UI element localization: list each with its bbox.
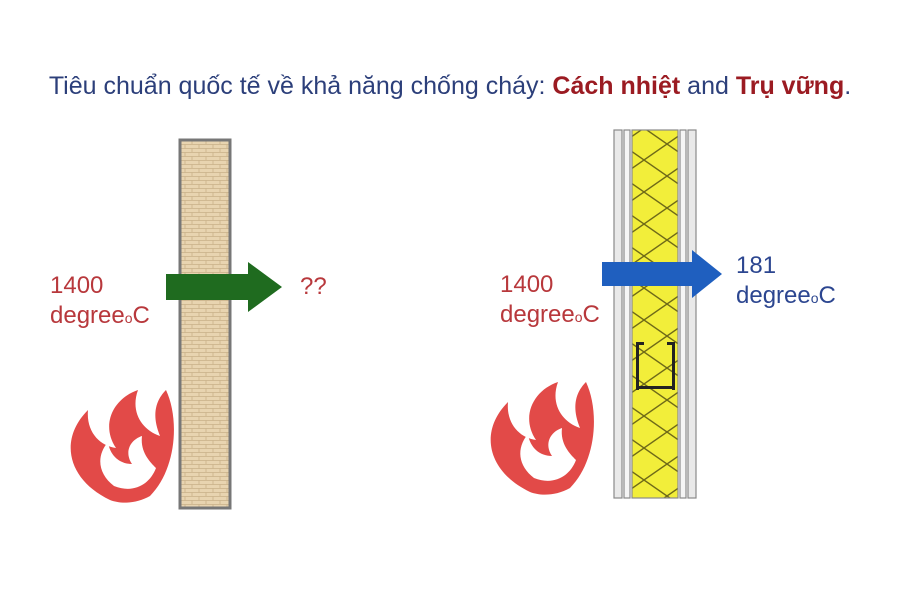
insulated-wall-icon [613, 129, 697, 499]
right-output-unit: degreeoC [736, 282, 836, 309]
left-input-value: 1400 [50, 272, 104, 299]
right-input-unit: degreeoC [500, 301, 600, 328]
left-output-temperature: ?? [300, 273, 327, 300]
left-input-temperature: 1400 degreeoC [50, 271, 150, 331]
right-input-value: 1400 [500, 271, 554, 298]
title-middle: and [680, 72, 736, 100]
flame-icon [490, 382, 594, 495]
page-title: Tiêu chuẩn quốc tế về khả năng chống chá… [0, 72, 900, 101]
title-highlight-insulation: Cách nhiệt [552, 72, 681, 100]
title-suffix: . [844, 72, 852, 100]
right-output-temperature: 181 degreeoC [736, 251, 836, 311]
brick-wall-icon [178, 138, 232, 510]
right-output-value: 181 [736, 252, 777, 279]
blue-heat-arrow-icon [602, 250, 722, 298]
left-input-unit: degreeoC [50, 302, 150, 329]
title-highlight-stability: Trụ vững [735, 72, 845, 100]
green-heat-arrow-icon [166, 262, 282, 312]
title-prefix: Tiêu chuẩn quốc tế về khả năng chống chá… [48, 72, 553, 100]
steel-stud-icon [636, 342, 675, 390]
flame-icon [70, 390, 174, 503]
right-input-temperature: 1400 degreeoC [500, 270, 600, 330]
